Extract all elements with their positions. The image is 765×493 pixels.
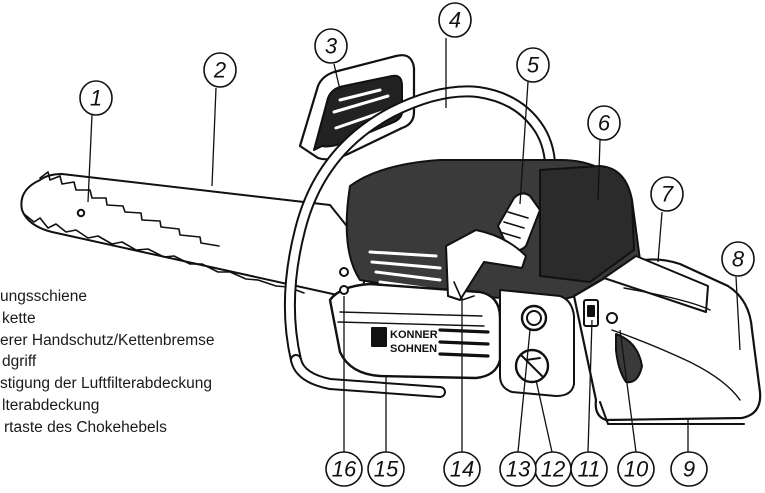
parts-legend: ungsschiene kette erer Handschutz/Ketten… — [0, 286, 250, 439]
legend-item: erer Handschutz/Kettenbremse — [0, 330, 250, 352]
callout-6: 6 — [598, 111, 611, 136]
legend-text: lterabdeckung — [2, 396, 100, 414]
rear-handle — [572, 255, 762, 425]
callout-7: 7 — [661, 182, 674, 207]
legend-item: rtaste des Chokehebels — [0, 417, 250, 439]
legend-item: kette — [0, 308, 250, 330]
callout-12: 12 — [541, 457, 565, 482]
top-handle — [283, 85, 557, 398]
legend-item: lterabdeckung — [0, 395, 250, 417]
callout-10: 10 — [624, 457, 649, 482]
callout-14: 14 — [450, 457, 474, 482]
callout-8: 8 — [732, 247, 745, 272]
callout-1: 1 — [90, 86, 102, 111]
callout-5: 5 — [527, 53, 540, 78]
legend-item: stigung der Luftfilterabdeckung — [0, 373, 250, 395]
callout-9: 9 — [683, 457, 695, 482]
legend-text: rtaste des Chokehebels — [4, 418, 167, 436]
callout-13: 13 — [506, 457, 531, 482]
guide-bar — [20, 171, 371, 301]
leader-lines — [87, 38, 741, 453]
legend-text: stigung der Luftfilterabdeckung — [0, 375, 212, 393]
legend-text: dgriff — [2, 353, 37, 371]
callout-2: 2 — [213, 58, 226, 83]
callout-3: 3 — [325, 34, 338, 59]
legend-text: ungsschiene — [0, 288, 88, 305]
callout-4: 4 — [449, 8, 461, 33]
controls-panel — [499, 289, 575, 397]
engine-housing — [345, 159, 641, 301]
legend-text: kette — [2, 309, 36, 327]
side-cover — [328, 282, 502, 380]
front-hand-guard — [298, 54, 416, 161]
callout-ovals — [79, 2, 755, 487]
callout-15: 15 — [374, 457, 399, 482]
legend-item: dgriff — [0, 351, 250, 373]
legend-item: ungsschiene — [0, 286, 250, 308]
bar-nuts — [339, 267, 349, 295]
bar-rivet — [76, 208, 86, 218]
brand-logo-line1: KONNER — [390, 329, 438, 341]
callout-16: 16 — [332, 457, 357, 482]
callout-11: 11 — [578, 457, 601, 482]
callout-numbers: 1 2 3 4 5 6 7 8 9 10 11 12 13 14 15 16 — [90, 8, 745, 482]
brand-logo-box — [371, 327, 387, 347]
legend-text: erer Handschutz/Kettenbremse — [0, 331, 215, 349]
brand-logo-line2: SOHNEN — [390, 343, 437, 355]
